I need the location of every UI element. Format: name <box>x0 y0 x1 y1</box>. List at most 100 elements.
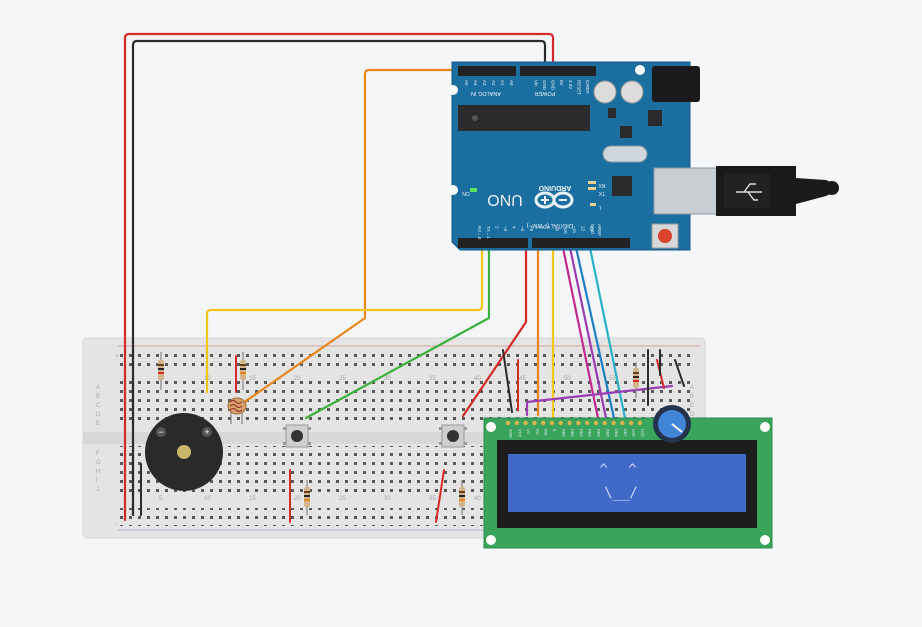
analog-pin-label: A4 <box>473 80 478 86</box>
capacitor-1 <box>593 80 617 104</box>
digital-pin-label: 2 <box>494 226 499 229</box>
lcd-pin[interactable] <box>505 420 511 426</box>
analog-pin-label: A3 <box>482 80 487 86</box>
lcd-pin[interactable] <box>514 420 519 426</box>
row-letter: C <box>96 403 101 409</box>
digital-pin-label: ~11 <box>572 226 577 234</box>
digital-pin-label: 13 <box>589 226 594 232</box>
lcd-pin[interactable] <box>620 420 625 426</box>
lcd-pin[interactable] <box>602 420 607 426</box>
wire-pin2-yellow[interactable] <box>205 241 484 394</box>
jumper-red-3[interactable] <box>435 469 445 523</box>
jumper-black-2[interactable] <box>502 349 513 413</box>
power-label: POWER <box>535 90 556 96</box>
column-number: 45 <box>519 376 526 382</box>
power-pin-label: 5V <box>559 80 564 86</box>
tx-label: TX <box>598 190 605 196</box>
lcd-pin-label: VCC <box>517 429 522 438</box>
arduino-logo-icon <box>534 191 574 209</box>
digital-pin-label: 7 <box>537 226 542 229</box>
resistor-2[interactable] <box>240 352 246 390</box>
wire-pin11-magenta[interactable] <box>560 241 600 420</box>
row-letter: B <box>96 394 100 400</box>
jumper-black-4[interactable] <box>674 359 685 387</box>
photoresistor[interactable] <box>227 397 247 424</box>
piezo-buzzer[interactable]: − + <box>145 413 223 491</box>
lcd-pin-label: DB0 <box>561 429 566 438</box>
usb-icon <box>736 183 762 201</box>
wire-gnd-black[interactable] <box>131 39 547 517</box>
lcd-pin-label: DB3 <box>588 429 593 438</box>
column-number: 35 <box>429 376 436 382</box>
push-button-1[interactable] <box>283 424 311 448</box>
power-pin-label: Vin <box>533 80 538 87</box>
resistor-1[interactable] <box>158 352 164 390</box>
wire-pin11b-purple[interactable] <box>567 241 608 420</box>
lcd-pin[interactable] <box>637 420 643 426</box>
wire-5v-red[interactable] <box>123 32 555 522</box>
lcd-pin[interactable] <box>523 420 528 426</box>
wire-pin12-blue[interactable] <box>573 241 616 420</box>
column-number: 20 <box>294 376 301 382</box>
digital-pin-label: 8 <box>546 226 551 229</box>
digital-label: DIGITAL (PWM~) <box>527 222 574 228</box>
lcd-pin[interactable] <box>585 420 590 426</box>
push-button-2[interactable] <box>439 424 467 448</box>
lcd-pin[interactable] <box>567 420 572 426</box>
reset-button[interactable] <box>651 223 679 249</box>
column-number: 30 <box>384 376 391 382</box>
lcd-pin-label: DB6 <box>614 429 619 438</box>
lcd-pin-label: E <box>553 429 558 432</box>
column-number: 20 <box>294 496 301 502</box>
digital-header <box>458 238 630 248</box>
column-number: 30 <box>384 496 391 502</box>
arduino-brand-label: ARDUINO <box>538 184 571 191</box>
wire-pin13-cyan[interactable] <box>587 241 627 420</box>
usb-port[interactable] <box>653 166 839 216</box>
buzzer-minus-label: − <box>158 427 163 437</box>
lcd-pin[interactable] <box>549 420 555 426</box>
potentiometer[interactable] <box>653 405 691 443</box>
wire-pin7-red[interactable] <box>461 241 528 418</box>
digital-pin-label: ~6 <box>529 226 534 232</box>
column-number: 40 <box>474 496 481 502</box>
analog-header <box>458 66 596 76</box>
digital-pin-label: 4 <box>512 226 517 229</box>
column-number: 55 <box>609 376 616 382</box>
column-number: 50 <box>564 376 571 382</box>
lcd-pin-label: RS <box>535 429 540 435</box>
lcd-pin[interactable] <box>576 420 581 426</box>
row-letter: A <box>96 385 100 391</box>
lcd-pin-label: DB5 <box>605 429 610 438</box>
analog-pin-label: A1 <box>500 80 505 86</box>
wire-pin3-green[interactable] <box>304 241 491 420</box>
wire-lcd-purple[interactable] <box>525 384 674 417</box>
atmega-chip <box>458 105 590 131</box>
resistor-5[interactable] <box>633 362 639 398</box>
aref-label: AREF <box>597 224 602 236</box>
column-number: 15 <box>249 376 256 382</box>
lcd-pin[interactable] <box>629 420 634 426</box>
arduino-uno[interactable]: ARDUINO UNO DIGITAL (PWM~) POWER ANALOG … <box>448 61 839 251</box>
lcd-pin-label: LED <box>641 429 646 437</box>
digital-pin-label: ~10 <box>563 226 568 234</box>
lcd-pin[interactable] <box>541 420 546 426</box>
lcd-pin[interactable] <box>611 420 616 426</box>
power-jack[interactable] <box>652 66 700 102</box>
lcd-pin[interactable] <box>558 420 563 426</box>
resistor-3[interactable] <box>304 480 310 515</box>
row-letter: D <box>690 412 695 418</box>
wire-a0-orange[interactable] <box>234 68 465 410</box>
lcd-pin-label: DB2 <box>579 429 584 438</box>
power-pin-label: RESET <box>576 80 581 95</box>
lcd-pin[interactable] <box>593 420 599 426</box>
row-letter: C <box>690 403 695 409</box>
digital-pin-label: 12 <box>580 226 585 232</box>
resistor-4[interactable] <box>459 480 465 515</box>
lcd-pin[interactable] <box>532 420 537 426</box>
